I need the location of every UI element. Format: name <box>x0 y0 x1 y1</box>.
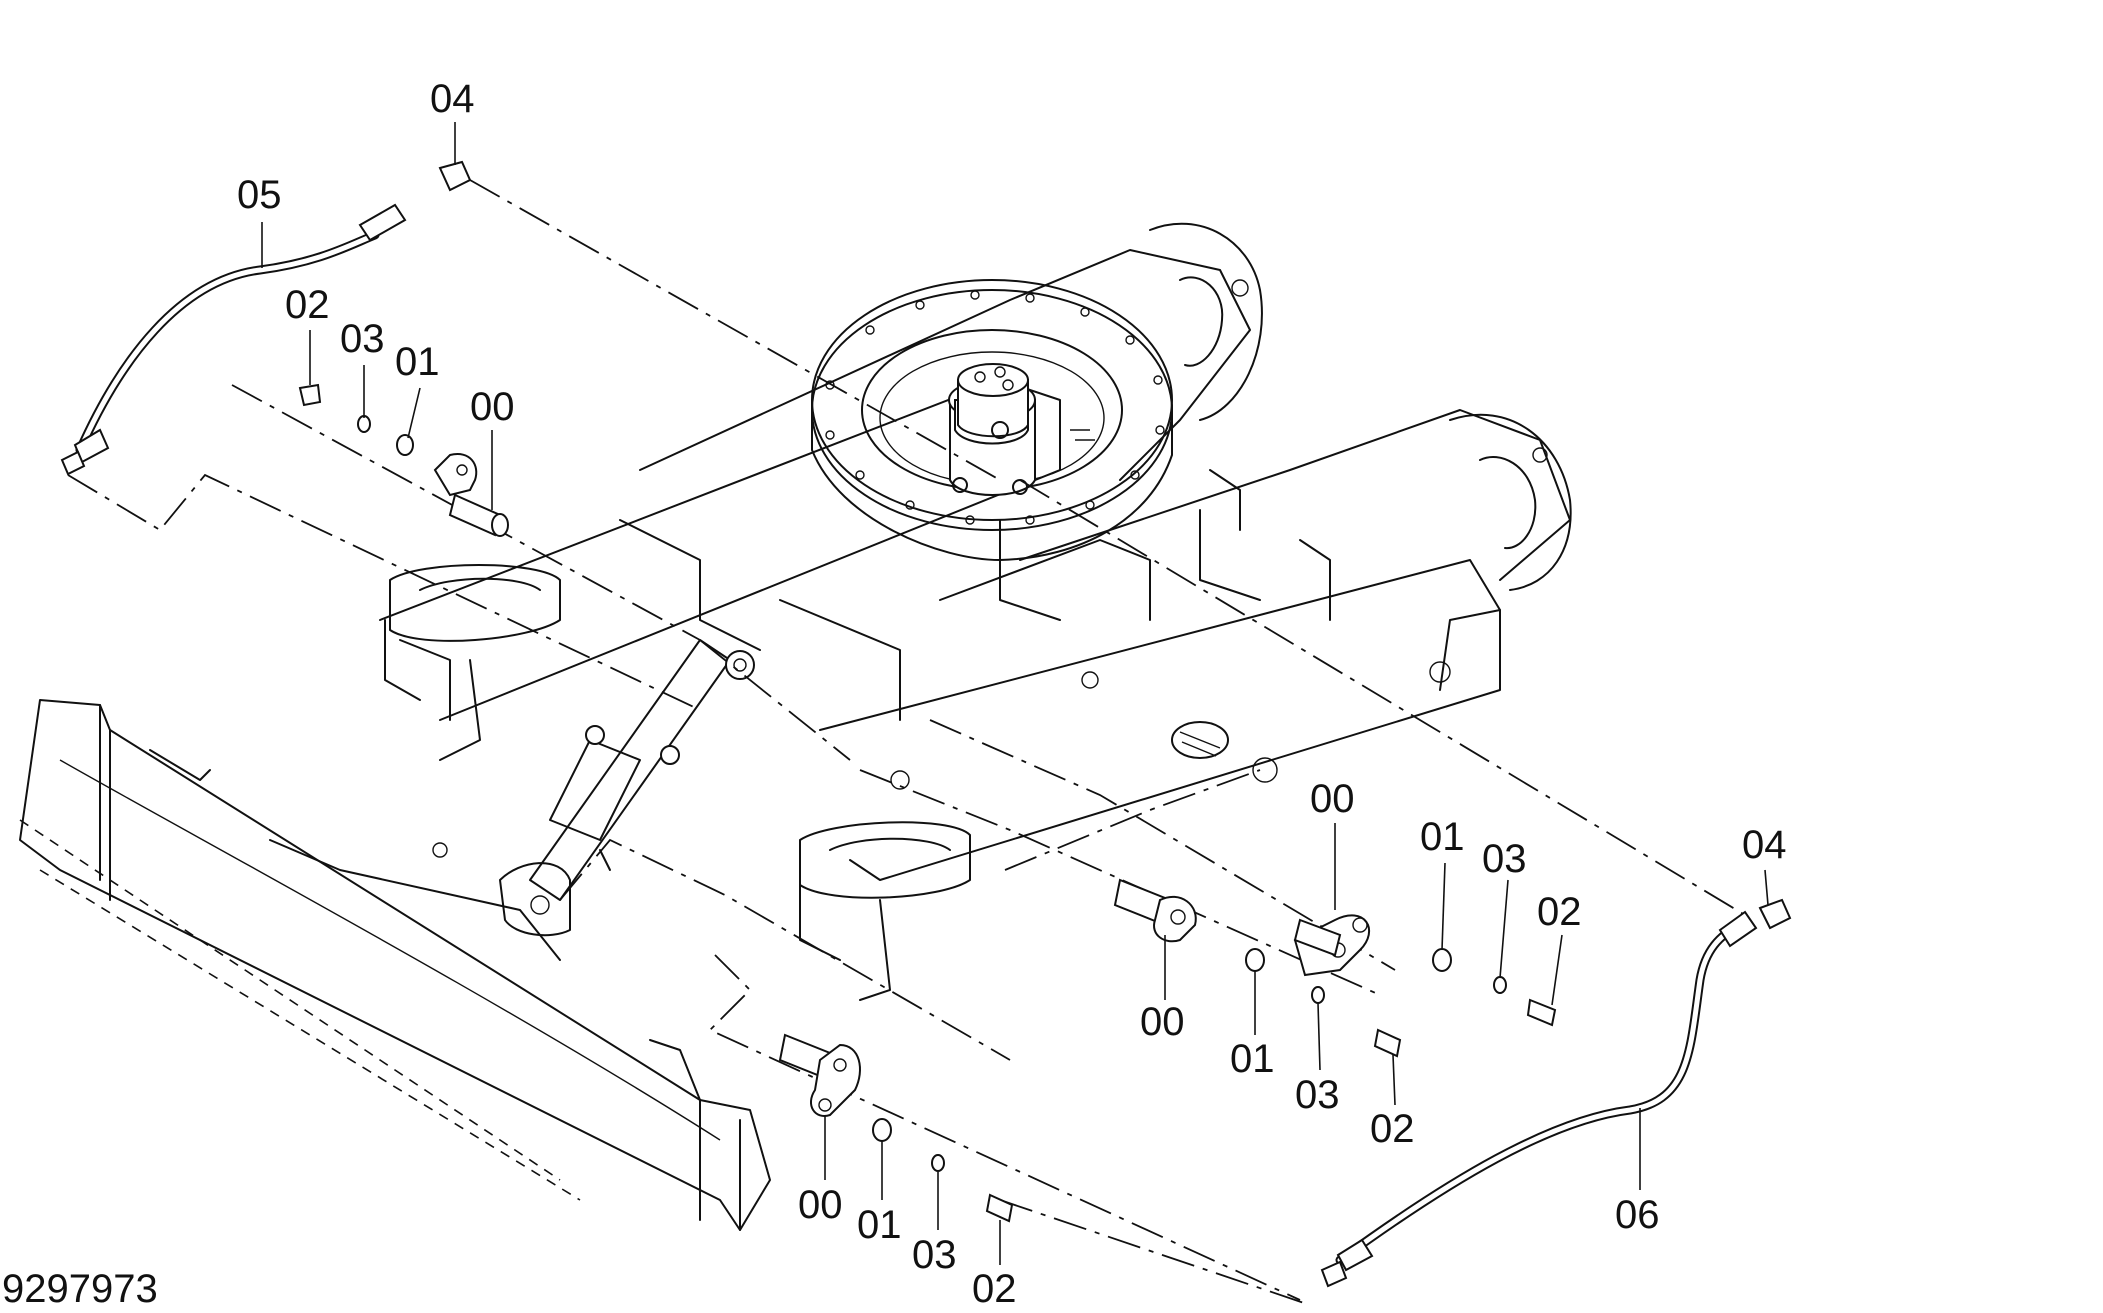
assembly-lines <box>67 179 1746 1306</box>
callout-04-right: 04 <box>1742 823 1787 867</box>
callout-02-mid: 02 <box>1370 1107 1415 1151</box>
leader-lines <box>261 122 1769 1265</box>
callout-05: 05 <box>237 173 282 217</box>
pin-top-left <box>433 453 509 537</box>
hose-06 <box>1320 898 1792 1288</box>
callout-01-low: 01 <box>857 1203 902 1247</box>
callout-04-top: 04 <box>430 77 475 121</box>
callout-03-mid: 03 <box>1295 1073 1340 1117</box>
callout-06: 06 <box>1615 1193 1660 1237</box>
callout-01-right: 01 <box>1420 815 1465 859</box>
callout-01-top: 01 <box>395 340 440 384</box>
callout-03-right: 03 <box>1482 837 1527 881</box>
callout-00-top: 00 <box>470 385 515 429</box>
callout-02-low: 02 <box>972 1267 1017 1311</box>
callout-00-right: 00 <box>1310 777 1355 821</box>
callout-labels: 04 05 02 03 01 00 00 01 03 02 04 00 01 0… <box>237 77 1787 1311</box>
pin-right-upper <box>1293 914 1557 1027</box>
callout-00-mid: 00 <box>1140 1000 1185 1044</box>
blade-cylinder <box>529 639 755 901</box>
undercarriage-frame <box>379 222 1572 1001</box>
callout-02-right: 02 <box>1537 890 1582 934</box>
slewing-ring <box>811 279 1241 561</box>
callout-02-top: 02 <box>285 283 330 327</box>
callout-00-low: 00 <box>798 1183 843 1227</box>
hose-05 <box>60 160 472 476</box>
pin-right-mid <box>1113 878 1402 1058</box>
pin-lower <box>778 1033 1014 1223</box>
callout-01-mid: 01 <box>1230 1037 1275 1081</box>
drawing-number: 9297973 <box>2 1267 158 1311</box>
dozer-blade <box>19 699 771 1231</box>
callout-03-top: 03 <box>340 317 385 361</box>
callout-03-low: 03 <box>912 1233 957 1277</box>
washer-top <box>298 383 414 456</box>
